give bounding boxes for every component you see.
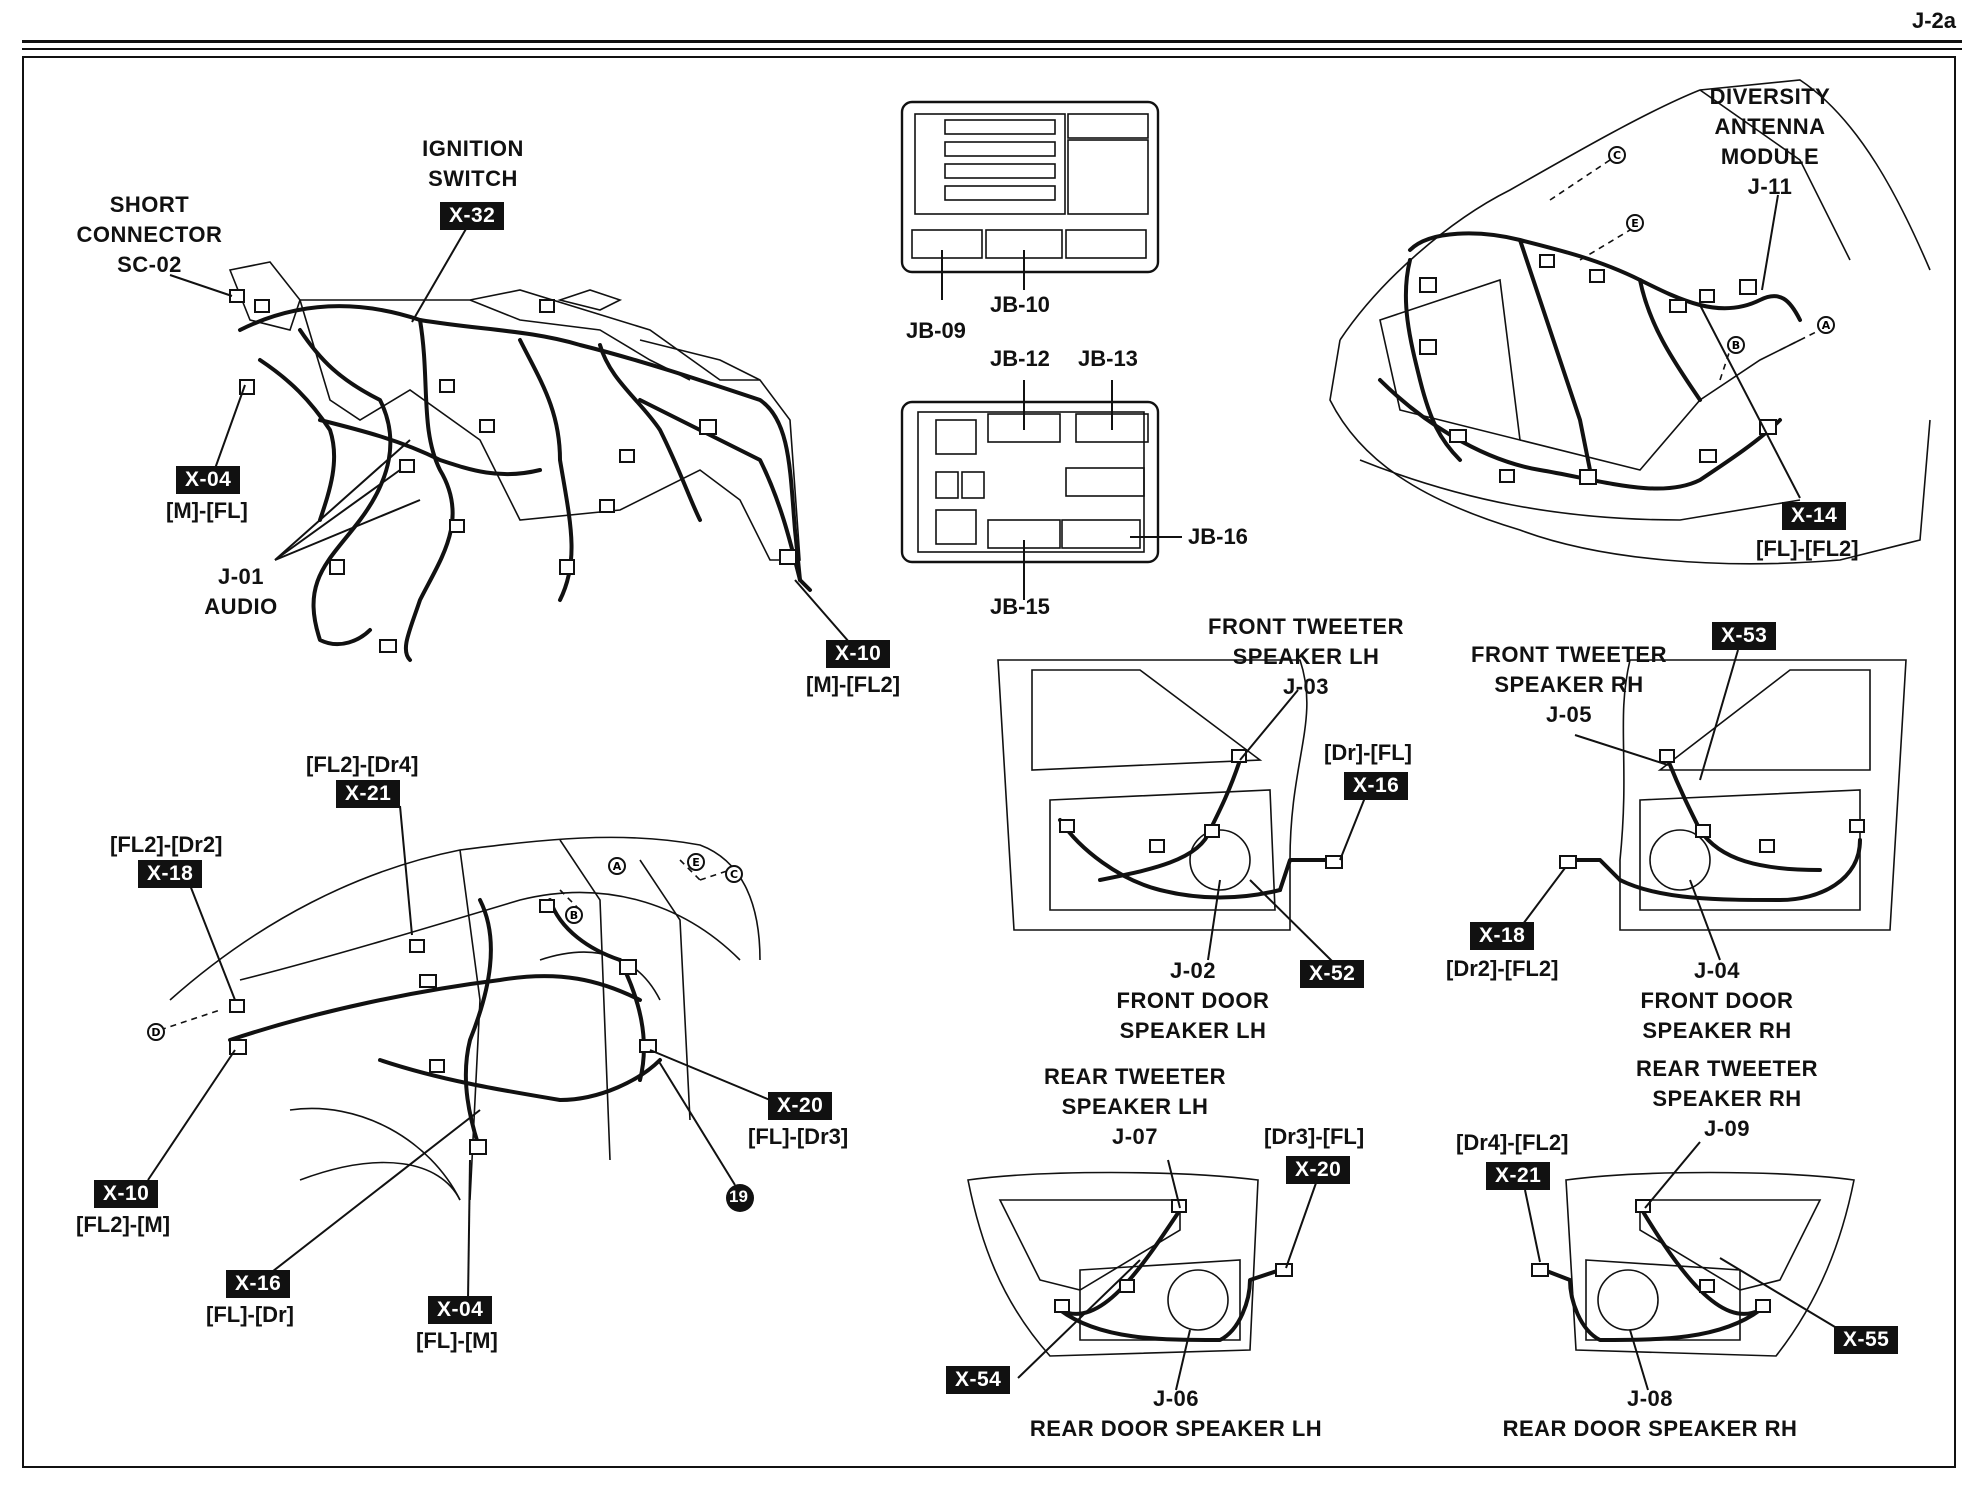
rear-door-speaker-lh-label: J-06 REAR DOOR SPEAKER LH — [1029, 1386, 1323, 1441]
connector-tag-x14: X-14 — [1782, 502, 1847, 530]
door-tag-x52: X-52 — [1300, 960, 1365, 988]
body-marker-e: E — [692, 856, 700, 869]
front-door-speaker-rh-label: J-04 FRONT DOOR SPEAKER RH — [1640, 958, 1794, 1043]
body-tag-x10: X-10 — [94, 1180, 159, 1208]
body-side-view — [147, 805, 771, 1301]
x14-route: [FL]-[FL2] — [1756, 536, 1859, 561]
door-tag-x20: X-20 — [1286, 1156, 1351, 1184]
ground-point-19: 19 — [729, 1187, 748, 1206]
door-tag-x55: X-55 — [1834, 1326, 1899, 1354]
x20-door-route: [Dr3]-[FL] — [1264, 1124, 1365, 1149]
header-rule-thin — [22, 48, 1962, 50]
marker-a: A — [1822, 319, 1831, 332]
body-tag-x18: X-18 — [138, 860, 203, 888]
junction-block-upper — [900, 100, 1160, 300]
x04-body-route: [FL]-[M] — [416, 1328, 498, 1353]
x18-door-route: [Dr2]-[FL2] — [1446, 956, 1559, 981]
rear-right-door — [1524, 1141, 1855, 1391]
trunk-view — [1329, 79, 1931, 565]
body-markers: A E C B D — [151, 856, 738, 1039]
x10-route: [M]-[FL2] — [806, 672, 901, 697]
front-tweeter-rh-label: FRONT TWEETER SPEAKER RH J-05 — [1471, 642, 1667, 727]
body-marker-a: A — [613, 860, 622, 873]
connector-tag-x10: X-10 — [826, 640, 891, 668]
x21-door-route: [Dr4]-[FL2] — [1456, 1130, 1569, 1155]
door-tag-x16: X-16 — [1344, 772, 1409, 800]
ignition-switch-label: IGNITION SWITCH — [422, 136, 524, 191]
front-tweeter-lh-label: FRONT TWEETER SPEAKER LH J-03 — [1208, 614, 1404, 699]
x20-body-route: [FL]-[Dr3] — [748, 1124, 849, 1149]
jb13-label: JB-13 — [1078, 346, 1138, 371]
door-tag-x53: X-53 — [1712, 622, 1777, 650]
jb12-label: JB-12 — [990, 346, 1050, 371]
audio-label: J-01 AUDIO — [204, 564, 278, 619]
body-marker-c: C — [730, 868, 738, 881]
marker-b: B — [1732, 339, 1740, 352]
jb16-label: JB-16 — [1188, 524, 1248, 549]
body-marker-d: D — [151, 1026, 160, 1039]
x21-route: [FL2]-[Dr4] — [306, 752, 419, 777]
rear-tweeter-rh-label: REAR TWEETER SPEAKER RH J-09 — [1636, 1056, 1818, 1141]
rear-left-door — [967, 1159, 1317, 1391]
x16-body-route: [FL]-[Dr] — [206, 1302, 294, 1327]
body-tag-x20: X-20 — [768, 1092, 833, 1120]
front-right-door — [1519, 649, 1907, 961]
connector-tag-x32: X-32 — [440, 202, 505, 230]
jb09-label: JB-09 — [906, 318, 966, 343]
front-left-door — [997, 659, 1369, 966]
door-tag-x54: X-54 — [946, 1366, 1011, 1394]
x16-door-route: [Dr]-[FL] — [1324, 740, 1412, 765]
rear-door-speaker-rh-label: J-08 REAR DOOR SPEAKER RH — [1502, 1386, 1798, 1441]
x10-body-route: [FL2]-[M] — [76, 1212, 171, 1237]
marker-c: C — [1613, 149, 1621, 162]
header-rule — [22, 40, 1962, 43]
body-tag-x21: X-21 — [336, 780, 401, 808]
front-door-speaker-lh-label: J-02 FRONT DOOR SPEAKER LH — [1116, 958, 1270, 1043]
junction-block-lower — [900, 380, 1182, 600]
trunk-markers: C E B A — [1613, 149, 1831, 352]
door-tag-x18: X-18 — [1470, 922, 1535, 950]
instrument-panel-harness — [169, 221, 857, 662]
body-tag-x16: X-16 — [226, 1270, 291, 1298]
short-connector-label: SHORT CONNECTOR SC-02 — [76, 192, 223, 277]
jb15-label: JB-15 — [990, 594, 1050, 619]
diversity-antenna-label: DIVERSITY ANTENNA MODULE J-11 — [1709, 84, 1831, 199]
connector-tag-x04: X-04 — [176, 466, 241, 494]
door-tag-x21: X-21 — [1486, 1162, 1551, 1190]
x04-route: [M]-[FL] — [166, 498, 248, 523]
rear-tweeter-lh-label: REAR TWEETER SPEAKER LH J-07 — [1044, 1064, 1226, 1149]
jb10-label: JB-10 — [990, 292, 1050, 317]
body-marker-b: B — [570, 909, 578, 922]
diagram-frame — [22, 56, 1956, 1468]
page-number: J-2a — [1911, 8, 1956, 33]
x18-route: [FL2]-[Dr2] — [110, 832, 223, 857]
marker-e: E — [1631, 217, 1639, 230]
body-tag-x04: X-04 — [428, 1296, 493, 1324]
